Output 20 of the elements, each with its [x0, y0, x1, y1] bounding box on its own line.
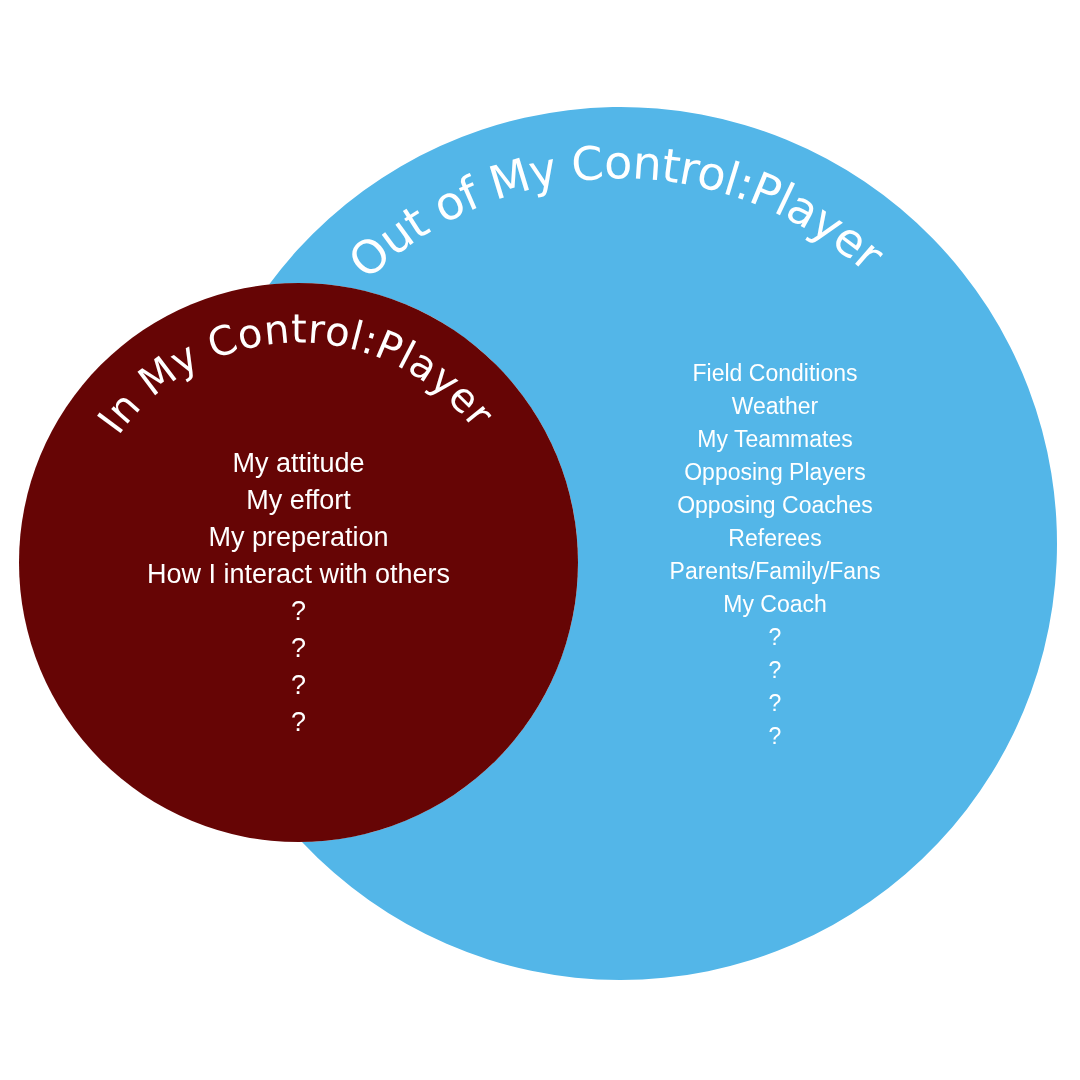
list-item: ? — [768, 690, 782, 718]
list-item: ? — [291, 668, 306, 702]
list-item: ? — [291, 631, 306, 665]
list-item: Opposing Players — [684, 459, 866, 487]
list-item: ? — [768, 624, 782, 652]
list-item: ? — [768, 723, 782, 751]
list-item: Weather — [731, 393, 819, 421]
list-item: Field Conditions — [692, 360, 858, 388]
list-item: Opposing Coaches — [677, 492, 873, 520]
list-item: My effort — [246, 483, 351, 517]
list-item: My attitude — [232, 446, 365, 480]
list-item: My Coach — [723, 591, 827, 619]
list-item: My Teammates — [697, 426, 853, 454]
list-item: Referees — [728, 525, 822, 553]
list-item: Parents/Family/Fans — [669, 558, 881, 586]
list-item: My preperation — [208, 520, 389, 554]
list-item: ? — [291, 594, 306, 628]
list-item: How I interact with others — [146, 557, 451, 591]
list-item: ? — [768, 657, 782, 685]
list-item: ? — [291, 705, 306, 739]
